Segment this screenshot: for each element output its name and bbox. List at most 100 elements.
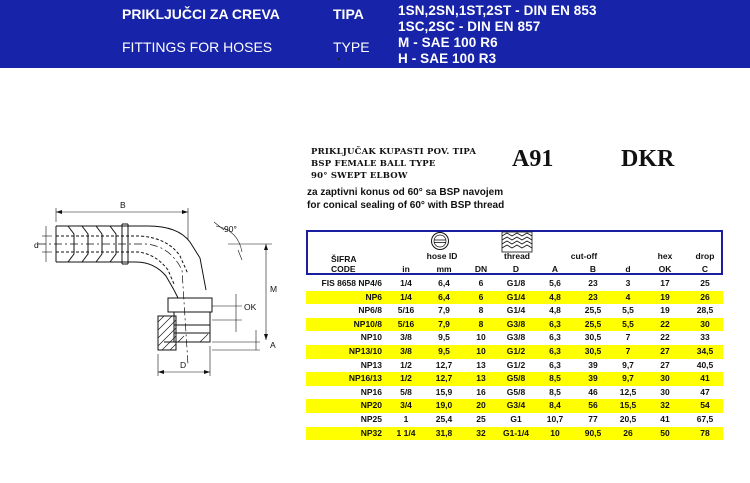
cell-ok: 22	[660, 318, 670, 329]
cell-d: 3	[625, 278, 631, 288]
cell-b: 39	[588, 373, 598, 384]
title-en: FITTINGS FOR HOSES	[122, 39, 273, 55]
note-en: for conical sealing of 60° with BSP thre…	[307, 200, 505, 211]
cell-b: 25,5	[584, 318, 602, 329]
desc-line-1: PRIKLJUČAK KUPASTI POV. TIPA	[311, 147, 477, 157]
cell-mm: 15,9	[435, 386, 453, 397]
dim-label-m: M	[270, 284, 277, 294]
cell-a: 4,8	[549, 291, 561, 302]
dim-label-b: B	[120, 200, 126, 210]
standard-3: M - SAE 100 R6	[398, 35, 498, 50]
cell-ok: 50	[660, 427, 670, 438]
cell-code: NP32	[360, 427, 382, 438]
cell-in: 3/8	[400, 332, 412, 343]
cell-d: 7	[625, 345, 631, 356]
standard-2: 1SC,2SC - DIN EN 857	[398, 19, 541, 34]
cell-in: 5/16	[397, 305, 415, 316]
cell-code: NP20	[360, 400, 382, 411]
cell-dn: 16	[476, 386, 486, 397]
header-d-small: d	[625, 264, 631, 274]
cell-in: 1 1/4	[396, 427, 416, 438]
cell-code: NP6/8	[358, 305, 382, 316]
cell-dn: 13	[476, 359, 486, 370]
dim-label-a: A	[270, 340, 276, 350]
cell-c: 41	[700, 373, 710, 384]
fitting-drawing: B 90° d M OK A D	[34, 200, 277, 376]
cell-code: NP16	[360, 386, 382, 397]
cell-thread: G3/4	[506, 400, 526, 411]
tail-outline-top	[56, 225, 201, 259]
cell-d: 20,5	[619, 413, 637, 424]
cell-dn: 6	[478, 291, 484, 302]
cell-mm: 25,4	[435, 413, 453, 424]
cell-d: 5,5	[622, 318, 634, 329]
dim-label-ok: OK	[244, 302, 257, 312]
cell-dn: 32	[476, 427, 486, 438]
cell-a: 8,5	[549, 386, 561, 397]
cell-code: NP13	[360, 359, 382, 370]
note-hr: za zaptivni konus od 60° sa BSP navojem	[307, 187, 504, 198]
cell-dn: 10	[476, 332, 486, 343]
cell-thread: G5/8	[506, 386, 526, 397]
desc-line-2: BSP FEMALE BALL TYPE	[311, 159, 436, 169]
header-a: A	[551, 264, 559, 274]
cell-a: 5,6	[549, 278, 561, 288]
cell-thread: G1/4	[506, 305, 526, 316]
cell-mm: 19,0	[435, 400, 453, 411]
cell-c: 28,5	[696, 305, 714, 316]
cell-c: 34,5	[696, 345, 714, 356]
cell-mm: 9,5	[438, 332, 450, 343]
cell-ok: 30	[660, 373, 670, 384]
cell-ok: 27	[660, 345, 670, 356]
cell-b: 90,5	[584, 427, 602, 438]
cell-in: 1/2	[400, 373, 412, 384]
dim-label-d-big: D	[180, 360, 186, 370]
header-ok: OK	[658, 264, 672, 274]
cell-c: 33	[700, 332, 710, 343]
cell-mm: 12,7	[435, 373, 453, 384]
header-dn: DN	[474, 264, 488, 274]
header-hose-id: hose ID	[426, 251, 458, 261]
cell-b: 25,5	[584, 305, 602, 316]
header-hex: hex	[657, 251, 673, 261]
cell-mm: 7,9	[438, 305, 450, 316]
cell-d: 7	[625, 332, 631, 343]
cell-in: 5/16	[397, 318, 415, 329]
cell-code: NP6	[365, 291, 382, 302]
cell-thread: G1/2	[506, 359, 526, 370]
cell-c: 54	[700, 400, 710, 411]
cell-dn: 6	[478, 278, 484, 288]
cell-b: 56	[588, 400, 598, 411]
cell-code: NP10/8	[353, 318, 382, 329]
cell-a: 8,4	[549, 400, 561, 411]
cell-ok: 19	[660, 305, 670, 316]
cell-ok: 41	[660, 413, 670, 424]
cell-d: 12,5	[619, 386, 637, 397]
cell-d: 9,7	[622, 359, 634, 370]
desc-line-3: 90° SWEPT ELBOW	[311, 171, 408, 181]
cell-dn: 20	[476, 400, 486, 411]
header-banner: PRIKLJUČCI ZA CREVA FITTINGS FOR HOSES T…	[0, 0, 750, 68]
cell-thread: G1/4	[506, 291, 526, 302]
cell-a: 10	[550, 427, 560, 438]
standard-1: 1SN,2SN,1ST,2ST - DIN EN 853	[398, 3, 597, 18]
cell-c: 40,5	[696, 359, 714, 370]
cell-in: 1/4	[400, 278, 412, 288]
header-thread: thread	[504, 251, 530, 261]
cell-mm: 6,4	[438, 278, 450, 288]
cell-in: 5/8	[400, 386, 412, 397]
cell-c: 67,5	[696, 413, 714, 424]
cell-a: 6,3	[549, 332, 561, 343]
header-code: CODE	[331, 264, 356, 274]
cell-dn: 13	[476, 373, 486, 384]
header-sifra: ŠIFRA	[331, 254, 357, 264]
cell-a: 10,7	[546, 413, 564, 424]
cell-ok: 19	[660, 291, 670, 302]
